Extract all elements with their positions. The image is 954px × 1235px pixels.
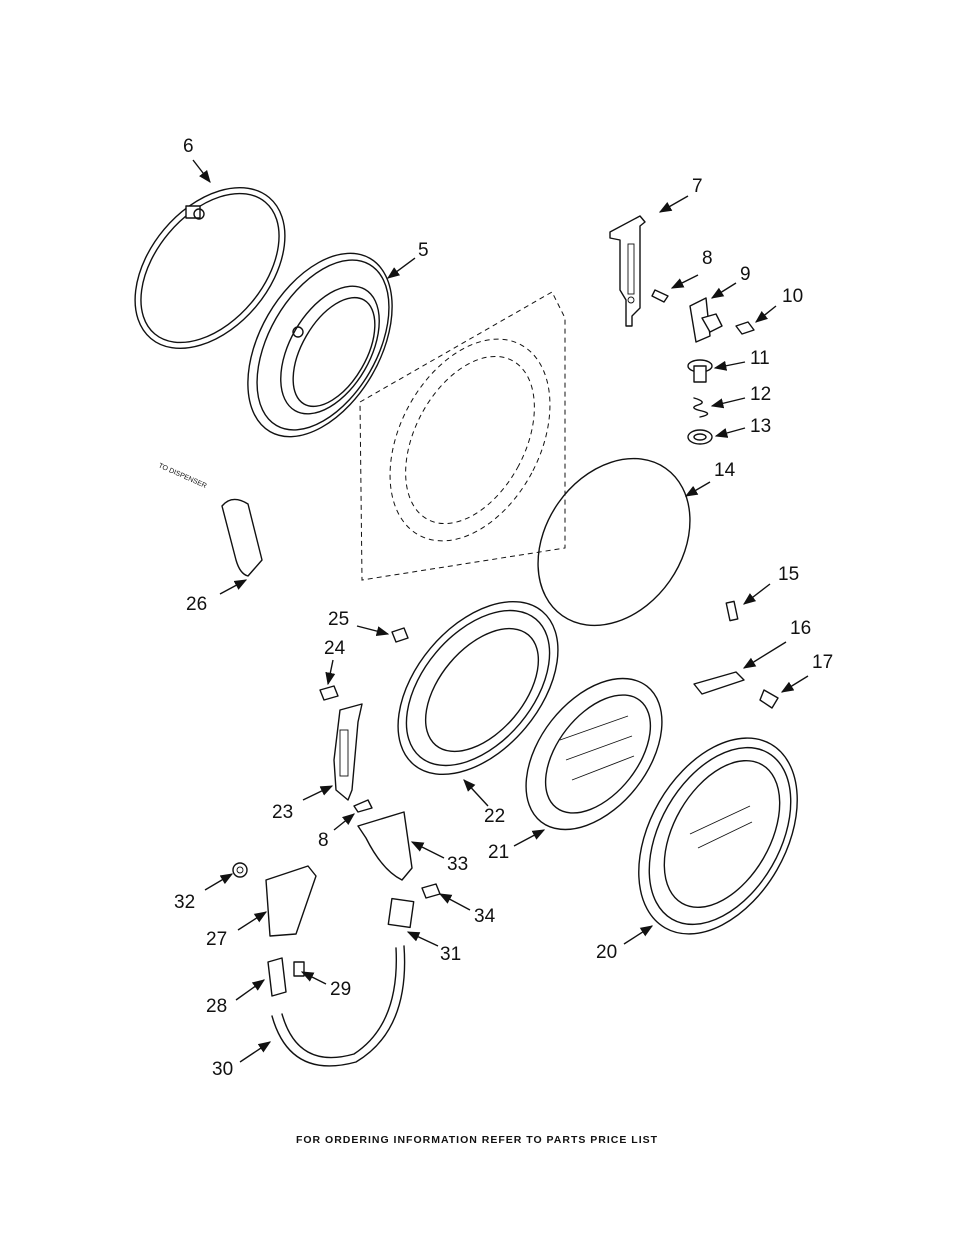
callout-15: 15 <box>778 564 799 585</box>
callout-10: 10 <box>782 286 803 307</box>
part-screw-17 <box>759 689 779 709</box>
part-inner-glass <box>525 677 663 831</box>
callout-12: 12 <box>750 384 771 405</box>
part-seal-strip <box>271 945 406 1067</box>
part-hinge <box>333 703 363 801</box>
callout-20: 20 <box>596 942 617 963</box>
part-nut <box>232 862 248 878</box>
callout-16: 16 <box>790 618 811 639</box>
callout-13: 13 <box>750 416 771 437</box>
callout-23: 23 <box>272 802 293 823</box>
callout-26: 26 <box>186 594 207 615</box>
callout-30: 30 <box>212 1059 233 1080</box>
part-screw <box>353 799 373 813</box>
callout-27: 27 <box>206 929 227 950</box>
callout-22: 22 <box>484 806 505 827</box>
part-strike <box>689 297 723 343</box>
callout-32: 32 <box>174 892 195 913</box>
callout-8b: 8 <box>318 830 329 851</box>
callout-8: 8 <box>702 248 713 269</box>
part-latch-bracket <box>609 215 646 327</box>
part-hinge-strap <box>693 671 745 695</box>
part-seal <box>537 457 691 627</box>
part-spring <box>693 397 709 418</box>
callout-24: 24 <box>324 638 346 659</box>
callout-11: 11 <box>750 348 770 369</box>
part-clamp <box>134 186 286 350</box>
cabinet-front-outline <box>359 291 566 581</box>
part-switch <box>387 897 415 929</box>
part-washer <box>687 429 713 445</box>
footer-note: FOR ORDERING INFORMATION REFER TO PARTS … <box>295 1134 659 1146</box>
part-screw-10 <box>735 321 755 335</box>
part-clip <box>725 600 739 622</box>
callout-21: 21 <box>488 842 509 863</box>
callout-28: 28 <box>206 996 227 1017</box>
part-inner-frame <box>397 600 559 776</box>
callout-31: 31 <box>440 944 461 965</box>
part-bellow <box>247 252 393 438</box>
part-screw-34 <box>421 883 441 899</box>
part-handle-cover <box>265 865 317 937</box>
leader-lines <box>192 159 809 1063</box>
part-pin <box>687 359 713 383</box>
callout-numbers: 6 5 7 8 9 10 11 12 13 14 26 15 25 16 24 … <box>174 136 833 1080</box>
callout-34: 34 <box>474 906 496 927</box>
callout-5: 5 <box>418 240 429 261</box>
callout-25: 25 <box>328 609 349 630</box>
part-screw <box>651 289 669 303</box>
callout-14: 14 <box>714 460 736 481</box>
part-screw-24 <box>319 685 339 701</box>
to-dispenser-label: TO DISPENSER <box>157 462 207 490</box>
part-handle <box>357 811 413 881</box>
part-screw-25 <box>391 627 409 643</box>
callout-7: 7 <box>692 176 703 197</box>
callout-29: 29 <box>330 979 351 1000</box>
part-hose <box>221 498 263 577</box>
callout-17: 17 <box>812 652 833 673</box>
part-clip-28 <box>267 957 287 997</box>
callout-33: 33 <box>447 854 468 875</box>
callout-6: 6 <box>183 136 194 157</box>
callout-9: 9 <box>740 264 751 285</box>
part-outer-door <box>638 737 798 935</box>
part-clip-29 <box>293 961 305 977</box>
